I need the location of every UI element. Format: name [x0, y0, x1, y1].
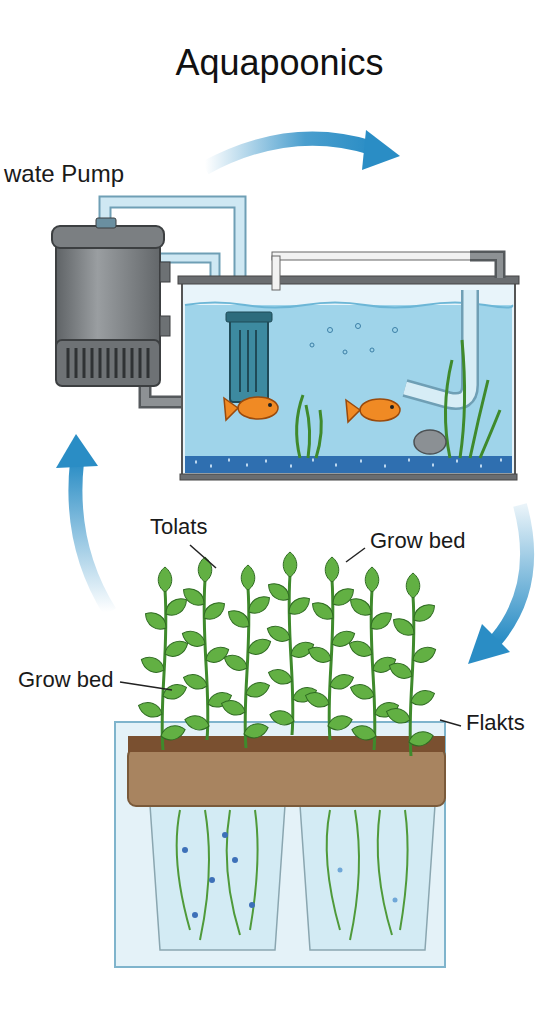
plant-roots: [393, 898, 398, 903]
water-plants: [297, 340, 500, 458]
plant-roots: [222, 832, 228, 838]
return-pipe: [405, 290, 470, 401]
leader-line: [346, 548, 365, 562]
part-label: Grow bed: [18, 667, 113, 692]
plant-roots: [338, 868, 343, 873]
part-label: Grow bed: [370, 528, 465, 553]
plants: [136, 567, 190, 750]
plant-roots: [192, 912, 198, 918]
flow-arrow: [496, 505, 527, 640]
grow-bed-container: [300, 805, 435, 950]
soil-layer: [128, 736, 445, 806]
flow-arrow: [75, 462, 110, 612]
fish-tank: [178, 276, 519, 480]
flow-arrow: [205, 130, 400, 170]
fish: [238, 397, 278, 419]
plant-roots: [232, 857, 238, 863]
water-pipe: [145, 385, 186, 402]
grow-bed-container: [115, 722, 445, 967]
water-pump: [96, 218, 116, 228]
flow-arrow: [468, 624, 510, 664]
plants: [136, 552, 438, 756]
water-pump: [56, 340, 160, 386]
flow-arrow: [205, 139, 372, 168]
fish-tank: [180, 474, 517, 480]
return-pipe: [272, 256, 280, 290]
fish-tank: [185, 456, 512, 473]
plants: [346, 567, 400, 750]
water-pump: [68, 348, 148, 378]
bubbles: [370, 348, 374, 352]
bubbles: [343, 350, 347, 354]
fish: [268, 403, 272, 407]
plant-roots: [177, 810, 258, 940]
bubbles: [328, 328, 333, 333]
fish: [224, 398, 238, 420]
grow-bed-container: [115, 722, 445, 967]
return-pipe: [272, 252, 472, 260]
diagram-title: Aquapoonics: [0, 42, 559, 83]
plant-roots: [327, 810, 408, 940]
bubbles: [393, 328, 398, 333]
plants: [384, 573, 438, 756]
soil-layer: [128, 748, 445, 806]
plant-roots: [177, 810, 408, 940]
bubbles: [356, 324, 361, 329]
tank-filter: [226, 312, 272, 322]
plants: [219, 565, 273, 748]
tank-filter: [240, 330, 256, 392]
leader-line: [120, 682, 172, 690]
tank-rock: [414, 430, 446, 454]
water-plants: [297, 395, 322, 458]
tank-filter: [230, 318, 268, 402]
fish-tank: [182, 280, 515, 478]
water-pipe: [145, 385, 186, 402]
bubbles: [310, 343, 314, 347]
fish-tank: [178, 276, 519, 284]
plant-roots: [249, 902, 255, 908]
fish: [390, 405, 394, 409]
water-plants: [445, 340, 500, 458]
fish: [224, 397, 400, 422]
return-pipe: [470, 256, 500, 278]
plants: [303, 557, 357, 740]
part-label: wate Pump: [4, 160, 124, 188]
plants: [264, 552, 318, 735]
leader-line: [190, 545, 216, 568]
plants: [179, 557, 233, 740]
fish: [360, 399, 400, 421]
leader-line: [440, 720, 461, 726]
return-pipe: [470, 256, 500, 278]
tank-filter: [226, 312, 272, 402]
water-pump: [52, 226, 164, 248]
water-pump: [160, 316, 170, 336]
return-pipe: [405, 290, 470, 401]
water-pump: [52, 218, 170, 386]
grow-bed-container: [150, 805, 285, 950]
fish-tank: [195, 460, 502, 466]
plant-roots: [209, 877, 215, 883]
flow-arrow: [56, 434, 110, 612]
bubbles: [310, 324, 398, 355]
water-pump: [56, 236, 160, 386]
leader-line: [120, 545, 461, 726]
water-pump: [160, 262, 170, 282]
fish: [346, 400, 360, 422]
part-label: Tolats: [150, 514, 207, 539]
part-label: Flakts: [466, 710, 525, 735]
flow-arrow: [362, 130, 400, 170]
flow-arrow: [56, 434, 98, 468]
tank-rock: [414, 430, 446, 454]
plant-roots: [182, 847, 188, 853]
flow-arrow: [468, 505, 527, 664]
